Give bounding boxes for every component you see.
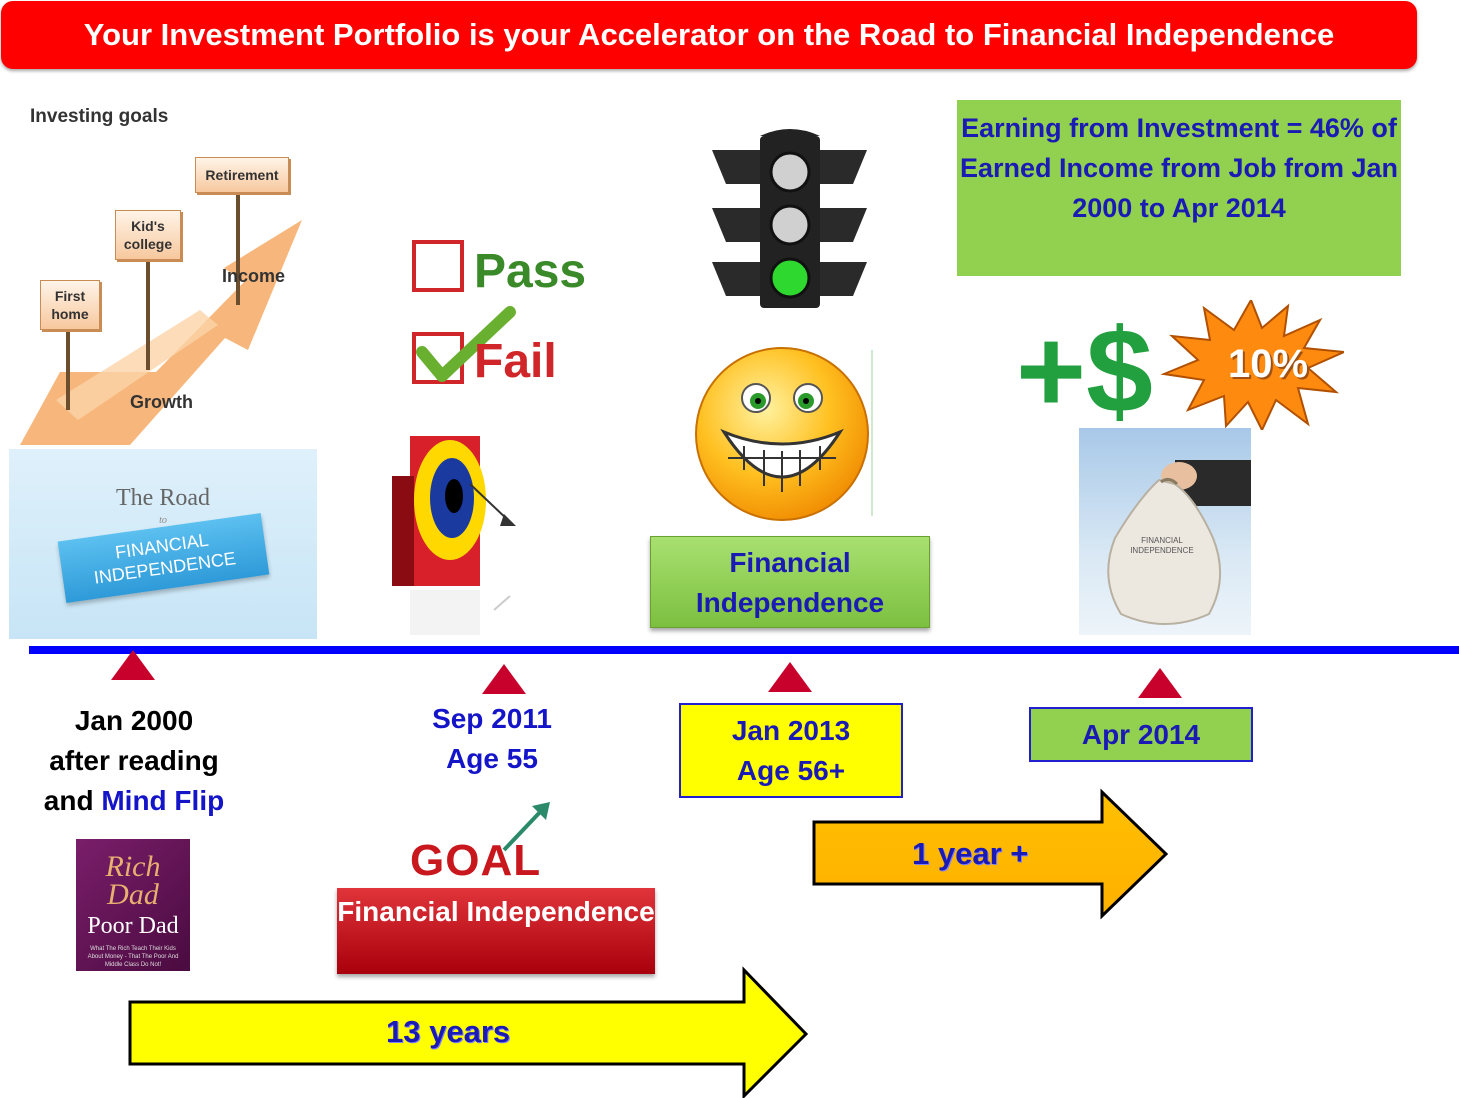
one-year-label: 1 year + [912,836,1029,871]
financial-independence-green-box: Financial Independence [650,536,930,628]
check-mark-icon [416,306,516,382]
goal-label: GOAL [410,836,542,885]
one-year-arrow [812,788,1169,920]
money-bag-card: FINANCIAL INDEPENDENCE [1079,428,1251,635]
plus-dollar-icon: +$ [1016,304,1153,430]
milestone-sep-2011-age: Age 55 [446,743,538,774]
milestone-jan-2000-line3: and Mind Flip [43,785,225,816]
milestone-jan-2000-line2: after reading [49,745,219,776]
sign-retirement: Retirement [195,157,289,193]
goal-dart-icon [502,802,550,852]
smiley-face-icon [695,347,873,521]
milestone-marker-jan-2000 [111,650,155,680]
milestone-jan-2000-date: Jan 2000 [74,705,194,736]
money-bag-icon [1107,460,1251,625]
investing-goals-heading: Investing goals [30,106,169,127]
book-title-rich-dad: Rich Dad [105,850,161,911]
milestone-apr-2014-box: Apr 2014 [1029,707,1253,762]
milestone-jan-2013-date: Jan 2013 [731,715,851,746]
book-title-poor-dad: Poor Dad [87,913,179,939]
rich-dad-poor-dad-book: Rich Dad Poor Dad What The Rich Teach Th… [76,839,190,971]
target-icon [392,436,516,635]
svg-text:+$: +$ [1016,304,1153,430]
milestone-marker-apr-2014 [1138,668,1182,698]
thirteen-years-arrow [128,966,809,1098]
financial-independence-red-box: Financial Independence [337,888,655,974]
timeline-bar [29,646,1459,654]
pass-checkbox [412,240,464,292]
road-card-to: to [159,515,167,526]
goal-graphic: GOAL [408,800,562,886]
book-subtitle: What The Rich Teach Their Kids About Mon… [87,946,179,968]
growth-label: Growth [130,392,193,412]
milestone-jan-2013-age: Age 56+ [736,755,846,786]
investing-goals-graphic: Investing goals First home Kid's college… [20,100,310,445]
earning-from-investment-box: Earning from Investment = 46% of Earned … [957,100,1401,276]
fail-label: Fail [474,335,557,388]
road-card-ribbon: FINANCIAL INDEPENDENCE [57,513,270,603]
ten-percent-label: 10% [1228,342,1309,386]
money-bag-label: FINANCIAL INDEPENDENCE [1130,536,1194,555]
milestone-sep-2011: Sep 2011 Age 55 [392,699,592,779]
starburst-icon [1160,300,1344,430]
income-label: Income [222,266,286,286]
pass-fail-graphic: Pass Fail [408,236,588,396]
traffic-light-icon [712,129,867,308]
milestone-jan-2013-box: Jan 2013 Age 56+ [679,703,903,798]
road-to-fi-card: The Road to FINANCIAL INDEPENDENCE [9,449,317,639]
sign-kids-college: Kid's college [115,210,181,260]
sign-first-home: First home [40,280,100,330]
pass-label: Pass [474,245,587,298]
thirteen-years-label: 13 years [386,1014,511,1049]
ten-percent-burst: 10% [1158,300,1344,430]
milestone-sep-2011-date: Sep 2011 [432,703,552,734]
road-card-title: The Road [116,485,210,511]
milestone-marker-sep-2011 [482,664,526,694]
milestone-jan-2000: Jan 2000 after reading and Mind Flip [18,701,250,821]
page-title: Your Investment Portfolio is your Accele… [1,1,1417,69]
mind-flip-highlight: Mind Flip [101,785,225,816]
milestone-marker-jan-2013 [768,662,812,692]
